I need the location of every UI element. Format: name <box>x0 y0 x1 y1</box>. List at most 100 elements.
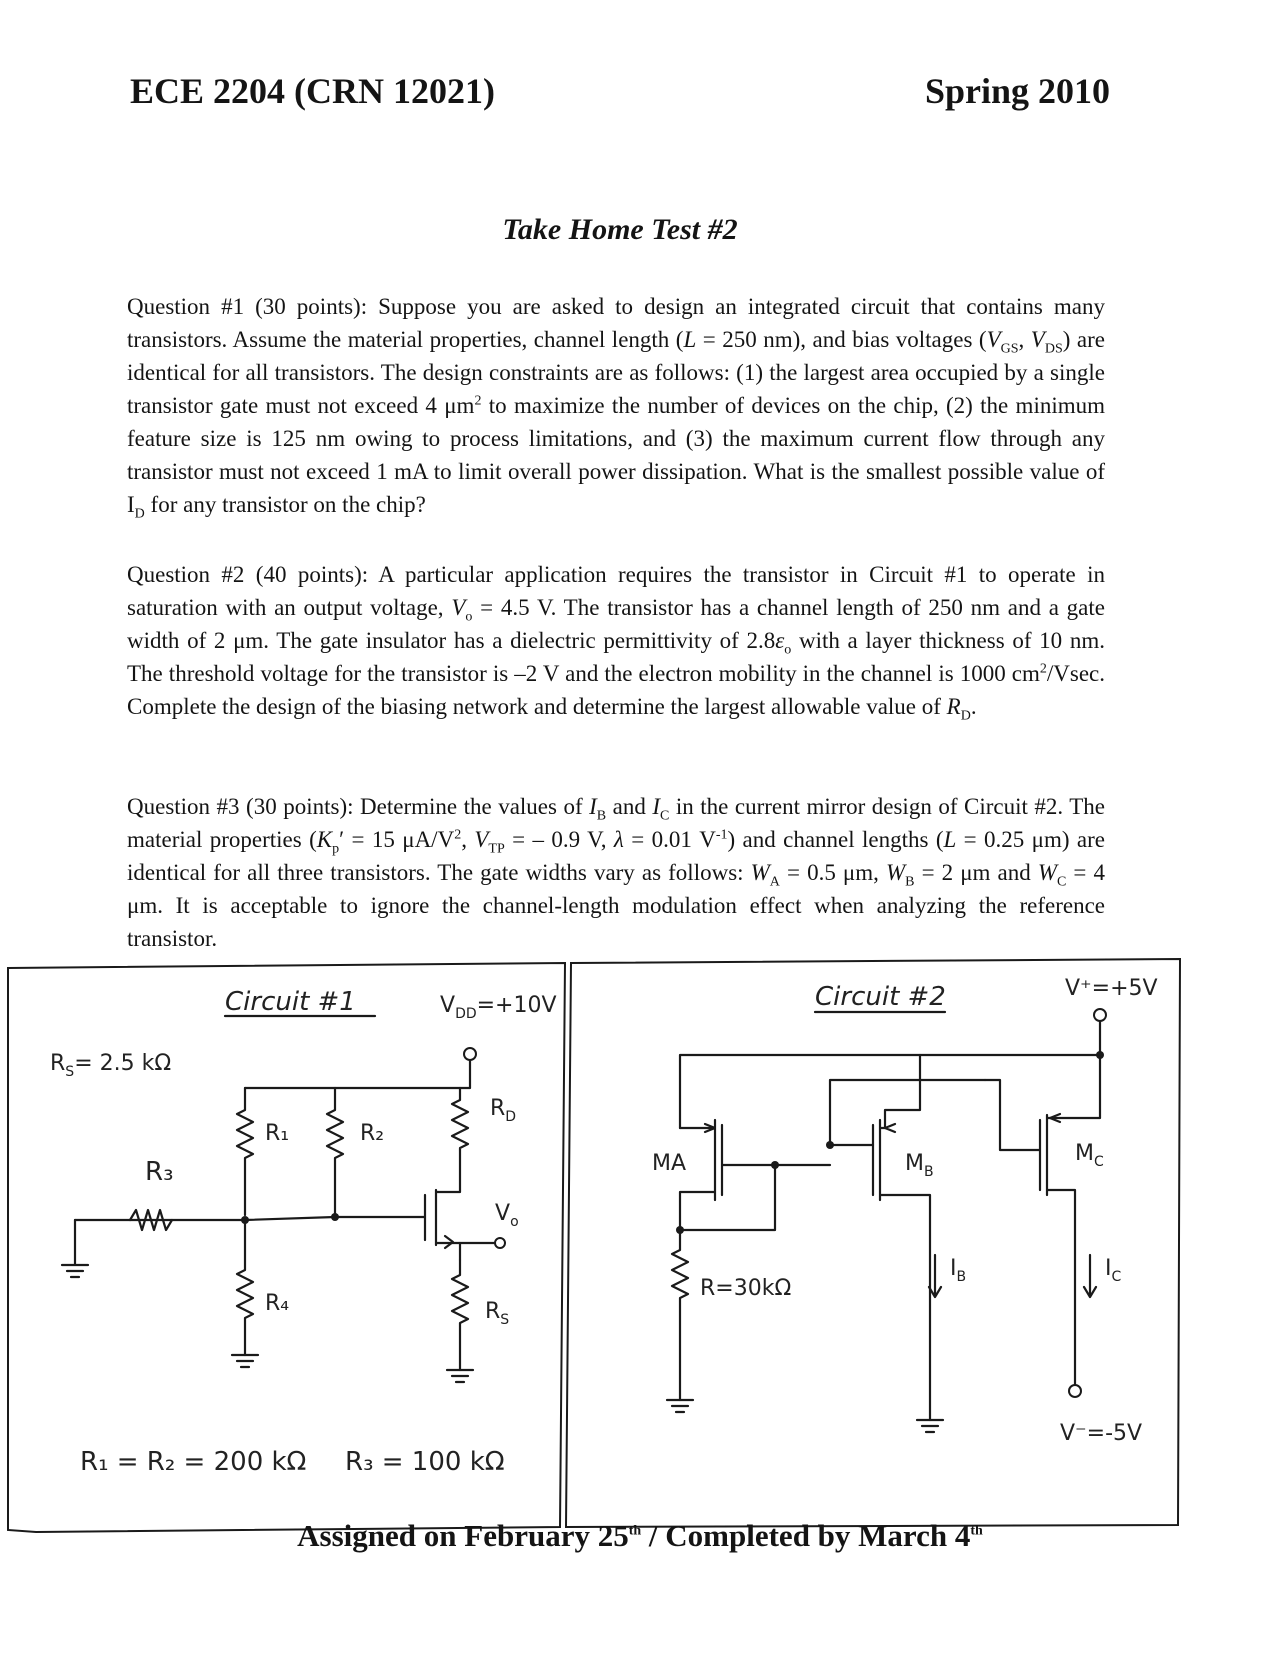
pmos-transistor-ma <box>678 1118 832 1237</box>
r3-value-note: R₃ = 100 kΩ <box>345 1447 505 1477</box>
question-text: W <box>885 860 906 885</box>
circuit2-schematic: Circuit #2 V⁺=+5V MA MB MC R=30kΩ IB <box>652 976 1158 1446</box>
question-text: = 2 μm and <box>914 860 1038 885</box>
r2-label: R₂ <box>360 1121 384 1146</box>
question-text: = 0.5 μm, <box>779 860 886 885</box>
question-text: ) and channel lengths ( <box>727 827 944 852</box>
vdd-label: VDD=+10V <box>440 993 557 1022</box>
question-text: DS <box>1044 341 1063 357</box>
question-text: K <box>316 827 333 852</box>
r1-r2-value-note: R₁ = R₂ = 200 kΩ <box>80 1447 306 1477</box>
question-text: /Vsec. Complete the design of the biasin… <box>127 661 1105 719</box>
question-text: 2 <box>454 827 462 843</box>
question-text: 2 <box>474 393 482 409</box>
rs-label: RS <box>485 1299 509 1328</box>
ground-symbol-r <box>665 1398 695 1414</box>
question-text: W <box>750 860 770 885</box>
question-text: D <box>960 708 971 724</box>
course-heading: ECE 2204 (CRN 12021) <box>130 71 495 111</box>
question-text: and <box>606 794 653 819</box>
question-1: Question #1 (30 points): Suppose you are… <box>127 290 1105 521</box>
question-text: ′ = 15 μA/V <box>339 827 455 852</box>
ground-symbol-left <box>60 1218 90 1279</box>
rd-label: RD <box>490 1096 516 1125</box>
circuit2-title: Circuit #2 <box>815 982 946 1012</box>
question-text: L <box>683 327 697 352</box>
question-text: = 4 μm. It is acceptable to ignore the c… <box>127 860 1105 951</box>
question-text: B <box>905 874 915 890</box>
question-text: D <box>134 506 145 522</box>
question-text: to maximize the number of devices on the… <box>127 393 1105 517</box>
question-label: Question #2 (40 points): <box>127 562 369 587</box>
resistor-rd <box>450 1086 470 1152</box>
pmos-transistor-mb <box>828 1053 932 1422</box>
question-text: in the current mirror design of Circuit … <box>127 794 1105 852</box>
question-text: , <box>1018 327 1031 352</box>
ic-label: IC <box>1105 1256 1122 1285</box>
question-text: A particular application requires the tr… <box>127 562 1105 620</box>
question-text: I <box>589 794 597 819</box>
question-text: C <box>1057 874 1067 890</box>
question-text: = 250 nm), and bias voltages ( <box>696 327 987 352</box>
question-text: = 0.01 V <box>623 827 716 852</box>
pmos-transistor-mc <box>983 1053 1102 1387</box>
question-text: I <box>652 794 661 819</box>
resistor-r2 <box>325 1086 345 1217</box>
circuit1-title: Circuit #1 <box>225 987 356 1017</box>
r-label: R=30kΩ <box>700 1276 791 1301</box>
question-text: with a layer thickness of 10 nm. The thr… <box>127 628 1105 686</box>
question-text: -1 <box>715 827 728 843</box>
question-text: = 4.5 V. The transistor has a channel le… <box>127 595 1105 653</box>
question-text: B <box>596 808 607 824</box>
question-text: = – 0.9 V, <box>504 827 614 852</box>
assignment-dates: Assigned on February 25th / Completed by… <box>297 1518 983 1553</box>
circuit1-schematic: Circuit #1 VDD=+10V RS= 2.5 kΩ R₁ R₂ R₃ … <box>50 987 557 1477</box>
term-heading: Spring 2010 <box>924 71 1110 111</box>
r3-label: R₃ <box>145 1157 174 1187</box>
question-text: C <box>660 808 670 824</box>
question-text: , <box>461 827 475 852</box>
question-text: for any transistor on the chip? <box>144 492 426 517</box>
question-text: TP <box>488 841 505 857</box>
question-text: ε <box>775 628 785 653</box>
mb-label: MB <box>905 1151 934 1180</box>
question-text: p <box>332 841 340 857</box>
question-2: Question #2 (40 points): A particular ap… <box>127 558 1105 723</box>
circuit1-frame <box>7 961 567 1534</box>
question-text: V <box>474 827 489 852</box>
resistor-r4 <box>235 1218 255 1357</box>
page-title: Take Home Test #2 <box>502 213 738 246</box>
question-text: o <box>465 609 473 625</box>
vo-label: Vo <box>495 1201 519 1230</box>
question-text: V <box>451 595 466 620</box>
question-text: W <box>1037 860 1057 885</box>
nmos-transistor <box>423 1148 462 1262</box>
question-text: Determine the values of <box>353 794 590 819</box>
question-text: V <box>1030 327 1045 352</box>
r1-label: R₁ <box>265 1121 289 1146</box>
question-label: Question #3 (30 points): <box>127 794 354 819</box>
circuit2-frame <box>564 957 1182 1529</box>
r4-label: R₄ <box>265 1291 289 1316</box>
question-text: = 0.25 μm) are identical for all three t… <box>127 827 1106 885</box>
question-text: V <box>986 327 1001 352</box>
resistor-r1 <box>235 1086 255 1217</box>
question-3: Question #3 (30 points): Determine the v… <box>127 790 1105 955</box>
ground-symbol-rs <box>445 1368 475 1384</box>
question-text: GS <box>1000 341 1019 357</box>
question-text: λ <box>613 827 624 852</box>
resistor-r <box>670 1233 690 1402</box>
question-text: R <box>946 694 961 719</box>
ground-symbol-mb <box>915 1418 945 1434</box>
question-text: 2 <box>1039 661 1047 677</box>
question-label: Question #1 (30 points): <box>127 294 368 319</box>
vminus-label: V⁻=-5V <box>1060 1421 1142 1446</box>
question-text: o <box>784 642 792 658</box>
mc-label: MC <box>1075 1141 1104 1170</box>
question-text: Suppose you are asked to design an integ… <box>127 294 1105 352</box>
ground-symbol-r4 <box>230 1353 260 1369</box>
resistor-r3 <box>128 1208 174 1232</box>
ib-label: IB <box>950 1256 966 1285</box>
question-text: . <box>970 694 977 719</box>
